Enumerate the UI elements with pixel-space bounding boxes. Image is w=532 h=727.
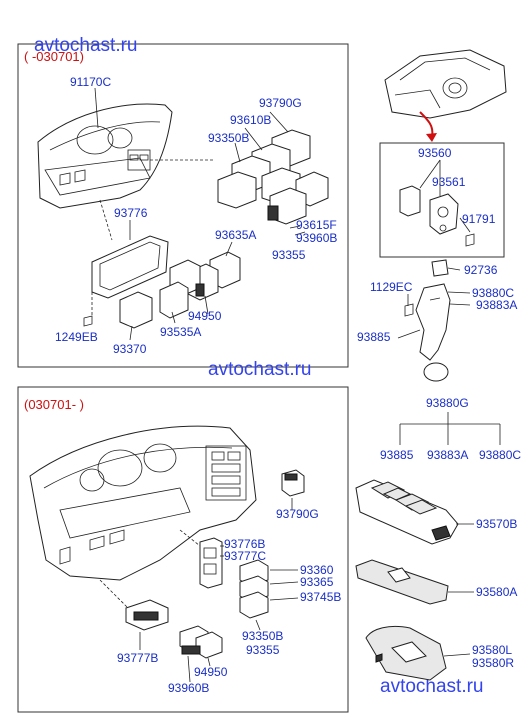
label-93580l: 93580L [472, 643, 512, 657]
label-1249eb: 1249EB [55, 330, 98, 344]
label-91170c: 91170C [70, 75, 111, 89]
watermark-top: avtochast.ru [34, 35, 138, 56]
top-section-frame [17, 43, 349, 368]
dashboard-bottom-drawing [29, 425, 257, 581]
door-switch-assembly [399, 185, 475, 247]
switch-cluster-upper [217, 129, 329, 225]
label-93580r: 93580R [472, 656, 514, 670]
label-93360: 93360 [300, 563, 334, 577]
power-window-switch-main [355, 479, 459, 545]
label-93777c: 93777C [224, 549, 266, 563]
assembly-tree [399, 412, 501, 445]
trunk-switch-assembly [404, 259, 451, 382]
label-93370: 93370 [113, 342, 147, 356]
label-92736: 92736 [464, 263, 498, 277]
switch-93790g [281, 469, 305, 497]
screw-1249eb [83, 315, 93, 327]
label-93790g-top: 93790G [259, 96, 302, 110]
label-93790g-bottom: 93790G [276, 507, 319, 521]
label-93615f: 93615F [296, 218, 337, 232]
label-93635a: 93635A [215, 228, 256, 242]
range-label-bottom: (030701- ) [24, 397, 84, 412]
switch-93777b [125, 599, 169, 631]
label-93880c-right: 93880C [472, 286, 514, 300]
switch-panel-top [91, 235, 169, 299]
label-93745b: 93745B [300, 590, 341, 604]
label-93883a-bottom: 93883A [427, 448, 468, 462]
watermark-middle: avtochast.ru [208, 359, 312, 380]
switch-stack-93360 [239, 559, 269, 619]
label-93885-bottom: 93885 [380, 448, 414, 462]
label-93777b: 93777B [117, 651, 158, 665]
label-93535a: 93535A [160, 325, 201, 339]
label-93570b: 93570B [476, 517, 517, 531]
watermark-bottom: avtochast.ru [380, 676, 484, 697]
label-93365: 93365 [300, 575, 334, 589]
label-93960b-top: 93960B [296, 231, 337, 245]
label-93355-top: 93355 [272, 248, 306, 262]
label-93580a: 93580A [476, 585, 517, 599]
label-93776: 93776 [114, 206, 148, 220]
dashboard-top-drawing [37, 103, 173, 209]
label-94950-bottom: 94950 [194, 665, 228, 679]
car-silhouette [384, 49, 507, 119]
switch-panel-93776b [199, 537, 223, 589]
label-93355-bottom: 93355 [246, 643, 280, 657]
label-93560: 93560 [418, 146, 452, 160]
door-inset-frame [379, 142, 505, 258]
label-93880g: 93880G [426, 396, 469, 410]
range-label-top: ( -030701) [24, 49, 84, 64]
switch-cluster-lower [119, 251, 241, 329]
power-window-switch-panel [355, 559, 449, 605]
switch-94950 [179, 625, 223, 659]
label-94950-top: 94950 [188, 309, 222, 323]
label-91791: 91791 [462, 212, 496, 226]
bottom-section-frame [17, 386, 349, 713]
label-93880c-bottom: 93880C [479, 448, 521, 462]
label-93610b: 93610B [230, 113, 271, 127]
power-window-switch-side [365, 625, 447, 681]
label-93350b-top: 93350B [208, 131, 249, 145]
label-93883a-right: 93883A [476, 298, 517, 312]
label-93960b-bottom: 93960B [168, 681, 209, 695]
label-93776b: 93776B [224, 537, 265, 551]
label-93350b-bottom: 93350B [242, 629, 283, 643]
label-1129ec: 1129EC [370, 280, 413, 294]
label-93561: 93561 [432, 175, 466, 189]
label-93885-right: 93885 [357, 330, 391, 344]
